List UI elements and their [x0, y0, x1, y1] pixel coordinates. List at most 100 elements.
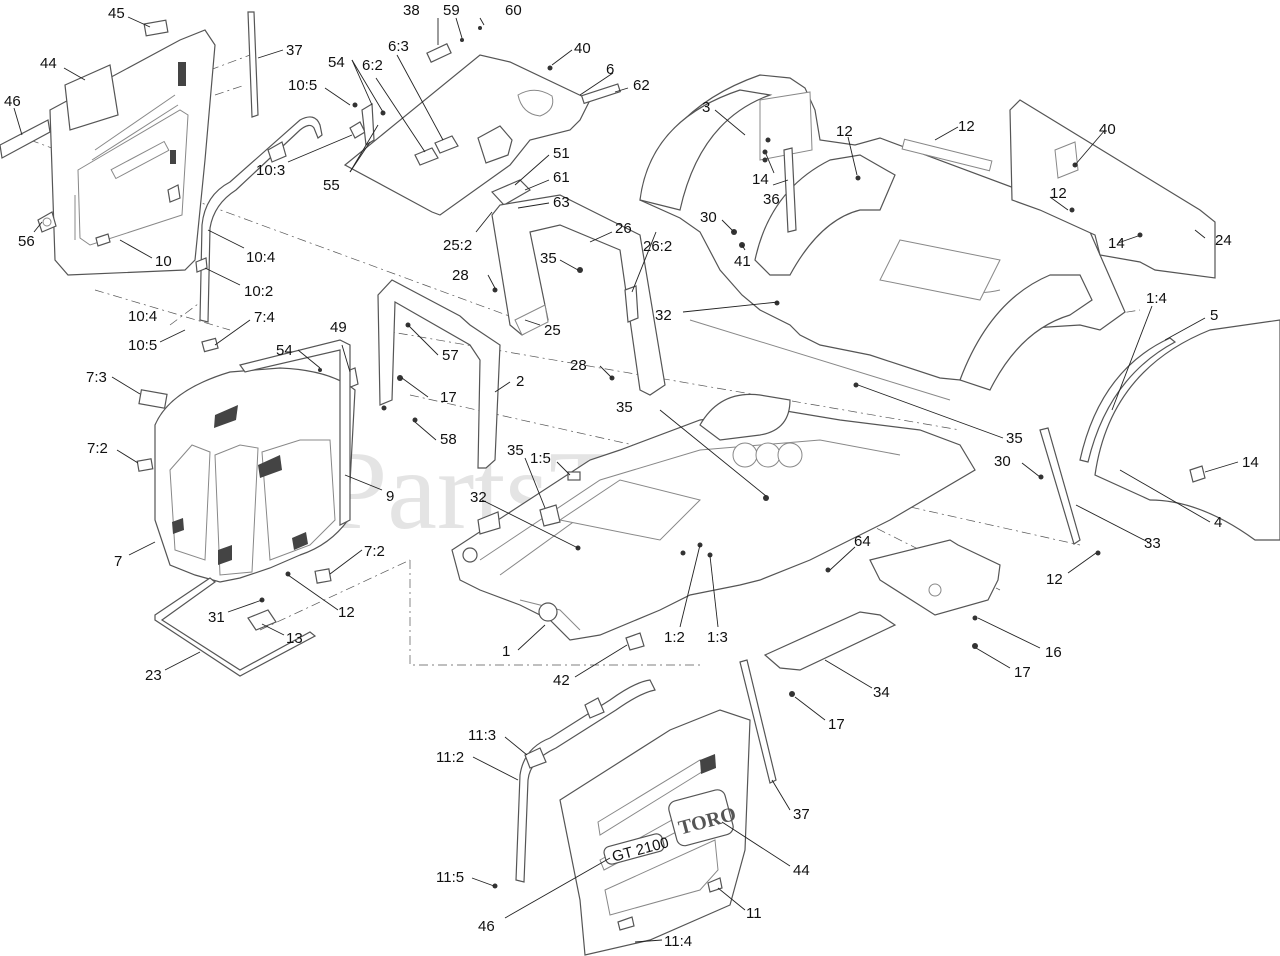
- callout-30: 30: [994, 453, 1011, 470]
- callout-6-3: 6:3: [388, 38, 409, 55]
- callout-10-4: 10:4: [246, 249, 275, 266]
- part-seal-23: [154, 577, 317, 677]
- callout-10-3: 10:3: [256, 162, 285, 179]
- part-hardware-10-3: [349, 102, 386, 147]
- part-decal-7-2b: [314, 568, 332, 584]
- callout-1-3: 1:3: [707, 629, 728, 646]
- callout-16: 16: [1045, 644, 1062, 661]
- callout-58: 58: [440, 431, 457, 448]
- callout-11-3: 11:3: [468, 727, 496, 744]
- callout-1-4: 1:4: [1146, 290, 1167, 307]
- callout-42: 42: [553, 672, 570, 689]
- part-decal-7-2a: [136, 458, 154, 472]
- callout-17: 17: [828, 716, 845, 733]
- callout-61: 61: [553, 169, 570, 186]
- callout-62: 62: [633, 77, 650, 94]
- part-grille-9: [238, 339, 351, 526]
- callout-4: 4: [1214, 514, 1222, 531]
- part-strip-37b: [739, 659, 777, 784]
- callout-26-2: 26:2: [643, 238, 672, 255]
- callout-12: 12: [958, 118, 975, 135]
- callout-14: 14: [752, 171, 769, 188]
- callout-37: 37: [286, 42, 303, 59]
- callout-40: 40: [1099, 121, 1116, 138]
- callout-24: 24: [1215, 232, 1232, 249]
- callout-7-2: 7:2: [364, 543, 385, 560]
- callout-63: 63: [553, 194, 570, 211]
- callout-2: 2: [516, 373, 524, 390]
- callout-30: 30: [700, 209, 717, 226]
- part-rod-33: [1039, 427, 1101, 556]
- callout-6: 6: [606, 61, 614, 78]
- part-steering-support: [491, 194, 666, 396]
- callout-60: 60: [505, 2, 522, 19]
- callout-37: 37: [793, 806, 810, 823]
- part-tube-10-2: [195, 116, 323, 323]
- part-tube-11-2: [492, 679, 656, 889]
- part-left-side-panel: [49, 29, 216, 276]
- callout-35: 35: [507, 442, 524, 459]
- part-decal-45: [143, 19, 169, 37]
- callout-55: 55: [323, 177, 340, 194]
- leader-lines: [13, 16, 1239, 943]
- callout-46: 46: [4, 93, 21, 110]
- callout-11-5: 11:5: [436, 869, 464, 886]
- callout-23: 23: [145, 667, 162, 684]
- callout-6-2: 6:2: [362, 57, 383, 74]
- part-right-side-panel: TORO GT 2100: [559, 709, 751, 956]
- callout-7: 7: [114, 553, 122, 570]
- callout-25-2: 25:2: [443, 237, 472, 254]
- callout-13: 13: [286, 630, 303, 647]
- part-fender-shell-4: [1094, 319, 1280, 541]
- part-main-frame: [451, 393, 976, 641]
- part-decal-1-5: [567, 471, 581, 481]
- callout-12: 12: [1046, 571, 1063, 588]
- part-bottom-plate-34: [763, 567, 897, 697]
- callout-32: 32: [655, 307, 672, 324]
- callout-36: 36: [763, 191, 780, 208]
- callout-35: 35: [1006, 430, 1023, 447]
- part-strip-36: [783, 147, 797, 233]
- callout-10-5: 10:5: [128, 337, 157, 354]
- part-decal-44: [64, 64, 119, 131]
- callout-35: 35: [616, 399, 633, 416]
- callout-11-4: 11:4: [664, 933, 692, 950]
- callout-11-2: 11:2: [436, 749, 464, 766]
- callout-51: 51: [553, 145, 570, 162]
- callout-12: 12: [1050, 185, 1067, 202]
- callout-3: 3: [702, 99, 710, 116]
- callout-1-5: 1:5: [530, 450, 551, 467]
- callout-7-2: 7:2: [87, 440, 108, 457]
- callout-59: 59: [443, 2, 460, 19]
- callout-5: 5: [1210, 307, 1218, 324]
- callout-32: 32: [470, 489, 487, 506]
- callout-56: 56: [18, 233, 35, 250]
- callout-49: 49: [330, 319, 347, 336]
- callout-1-2: 1:2: [664, 629, 685, 646]
- part-decal-7-3: [138, 389, 168, 409]
- callout-14: 14: [1108, 235, 1125, 252]
- callout-54: 54: [276, 342, 293, 359]
- part-strip-5: [1079, 337, 1177, 463]
- part-latch-13: [247, 571, 291, 631]
- callout-34: 34: [873, 684, 890, 701]
- callout-1: 1: [502, 643, 510, 660]
- part-decal-46: [0, 119, 51, 159]
- callout-7-3: 7:3: [86, 369, 107, 386]
- part-hood-7: [154, 367, 356, 583]
- part-strip-37a: [247, 11, 259, 118]
- callout-28: 28: [570, 357, 587, 374]
- part-skid-plate-16: [869, 539, 1001, 649]
- part-fitting-42: [625, 632, 645, 651]
- callout-17: 17: [1014, 664, 1031, 681]
- callout-44: 44: [40, 55, 57, 72]
- callout-10-2: 10:2: [244, 283, 273, 300]
- callout-31: 31: [208, 609, 225, 626]
- callout-11: 11: [746, 905, 762, 922]
- callout-12: 12: [338, 604, 355, 621]
- callout-64: 64: [854, 533, 871, 550]
- callout-10: 10: [155, 253, 172, 270]
- callout-41: 41: [734, 253, 751, 270]
- callout-35: 35: [540, 250, 557, 267]
